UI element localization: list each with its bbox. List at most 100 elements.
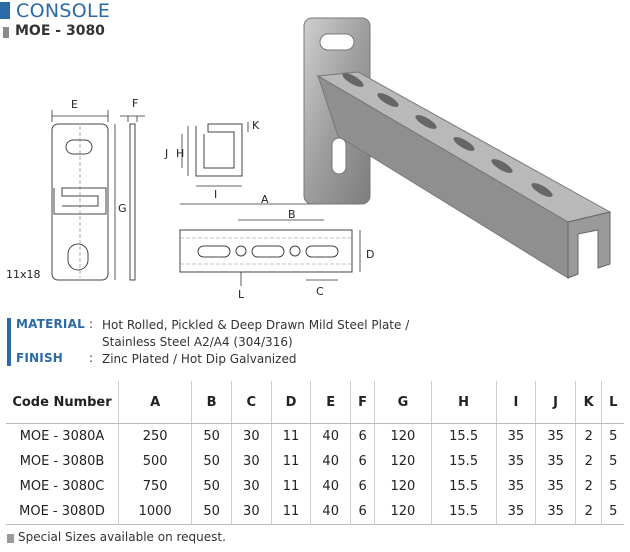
table-cell: 40 (310, 499, 351, 525)
label-h: H (176, 147, 185, 160)
col-code-number: Code Number (6, 381, 119, 424)
material-value-line1: Hot Rolled, Pickled & Deep Drawn Mild St… (102, 318, 410, 332)
col-b: B (191, 381, 232, 424)
table-cell: 30 (230, 423, 272, 449)
material-label: MATERIAL (16, 317, 85, 331)
label-a: A (261, 193, 269, 206)
table-cell: 15.5 (430, 474, 497, 499)
col-i: I (495, 381, 536, 424)
table-cell: 35 (495, 423, 536, 449)
table-cell: 35 (535, 474, 576, 499)
table-cell: 35 (495, 449, 536, 474)
table-cell: 50 (191, 499, 232, 525)
table-cell: 40 (310, 449, 351, 474)
spec-accent-bar (7, 318, 11, 366)
table-cell: 15.5 (430, 499, 497, 525)
table-cell: 120 (374, 474, 432, 499)
table-cell: 2 (574, 474, 602, 499)
table-cell: 120 (374, 423, 432, 449)
col-d: D (270, 381, 311, 424)
table-cell: 5 (601, 423, 624, 449)
col-h: H (430, 381, 497, 424)
col-j: J (535, 381, 576, 424)
table-cell: 15.5 (430, 423, 497, 449)
table-cell: 50 (191, 449, 232, 474)
footnote-bullet (7, 534, 14, 543)
label-l: L (238, 288, 245, 301)
table-cell: 2 (574, 499, 602, 525)
table-cell: 120 (374, 449, 432, 474)
table-cell: 2 (574, 423, 602, 449)
label-slot-size: 11x18 (6, 268, 41, 281)
label-i: I (214, 188, 218, 201)
page-title: CONSOLE (16, 0, 111, 22)
table-cell: MOE - 3080C (19, 479, 105, 494)
material-colon: : (89, 317, 94, 331)
finish-value: Zinc Plated / Hot Dip Galvanized (102, 352, 297, 366)
table-row: MOE - 3080C 750 50 30 11 40 6 120 15.5 3… (6, 474, 624, 499)
table-cell: 40 (310, 423, 351, 449)
col-f: F (350, 381, 375, 424)
cross-section-drawing (181, 122, 249, 187)
finish-label: FINISH (16, 351, 64, 365)
label-c: C (316, 285, 324, 298)
table-cell: 30 (230, 449, 272, 474)
col-e: E (310, 381, 351, 424)
label-k: K (252, 119, 260, 132)
table-cell: 11 (270, 499, 311, 525)
label-e: E (71, 98, 78, 111)
label-f: F (132, 97, 139, 110)
col-c: C (230, 381, 272, 424)
finish-colon: : (89, 351, 94, 365)
table-row: MOE - 3080B 500 50 30 11 40 6 120 15.5 3… (6, 449, 624, 474)
table-cell: 40 (310, 474, 351, 499)
table-cell: 11 (270, 474, 311, 499)
material-value-line2: Stainless Steel A2/A4 (304/316) (102, 335, 293, 349)
label-g: G (118, 202, 127, 215)
table-cell: 50 (191, 423, 232, 449)
model-number: MOE - 3080 (15, 23, 105, 39)
table-row: MOE - 3080A 250 50 30 11 40 6 120 15.5 3… (6, 423, 624, 449)
label-b: B (288, 208, 296, 221)
table-cell: 11 (270, 423, 311, 449)
front-view-drawing (51, 110, 145, 281)
table-cell: 120 (374, 499, 432, 525)
table-row: MOE - 3080D 1000 50 30 11 40 6 120 15.5 … (6, 499, 624, 525)
table-cell: 50 (191, 474, 232, 499)
table-cell: 500 (117, 449, 192, 474)
table-cell: MOE - 3080B (19, 454, 105, 469)
dimension-table: Code Number A B C D E F G H I J K L MOE … (6, 381, 624, 525)
table-cell: 5 (601, 474, 624, 499)
table-cell: 35 (535, 423, 576, 449)
table-cell: 1000 (117, 499, 192, 525)
table-cell: 5 (601, 499, 624, 525)
table-cell: 250 (117, 423, 192, 449)
table-cell: 6 (350, 423, 375, 449)
label-j: J (165, 147, 169, 160)
table-cell: 15.5 (430, 449, 497, 474)
console-product-image (303, 17, 612, 279)
table-cell: MOE - 3080D (6, 499, 119, 525)
col-k: K (574, 381, 602, 424)
table-cell: 2 (574, 449, 602, 474)
table-cell: 35 (535, 499, 576, 525)
table-cell: 6 (350, 449, 375, 474)
table-cell: 35 (535, 449, 576, 474)
label-d: D (366, 248, 375, 261)
table-cell: 5 (601, 449, 624, 474)
col-a: A (117, 381, 192, 424)
col-l: L (601, 381, 624, 424)
col-g: G (374, 381, 432, 424)
title-accent-bar (0, 2, 10, 19)
table-header-row: Code Number A B C D E F G H I J K L (6, 381, 624, 424)
table-cell: 35 (495, 474, 536, 499)
table-cell: 750 (117, 474, 192, 499)
table-cell: 30 (230, 499, 272, 525)
table-cell: 11 (270, 449, 311, 474)
table-cell: 30 (230, 474, 272, 499)
table-cell: MOE - 3080A (19, 429, 105, 444)
footnote: Special Sizes available on request. (18, 530, 226, 544)
table-cell: 35 (495, 499, 536, 525)
table-cell: 6 (350, 499, 375, 525)
table-cell: 6 (350, 474, 375, 499)
